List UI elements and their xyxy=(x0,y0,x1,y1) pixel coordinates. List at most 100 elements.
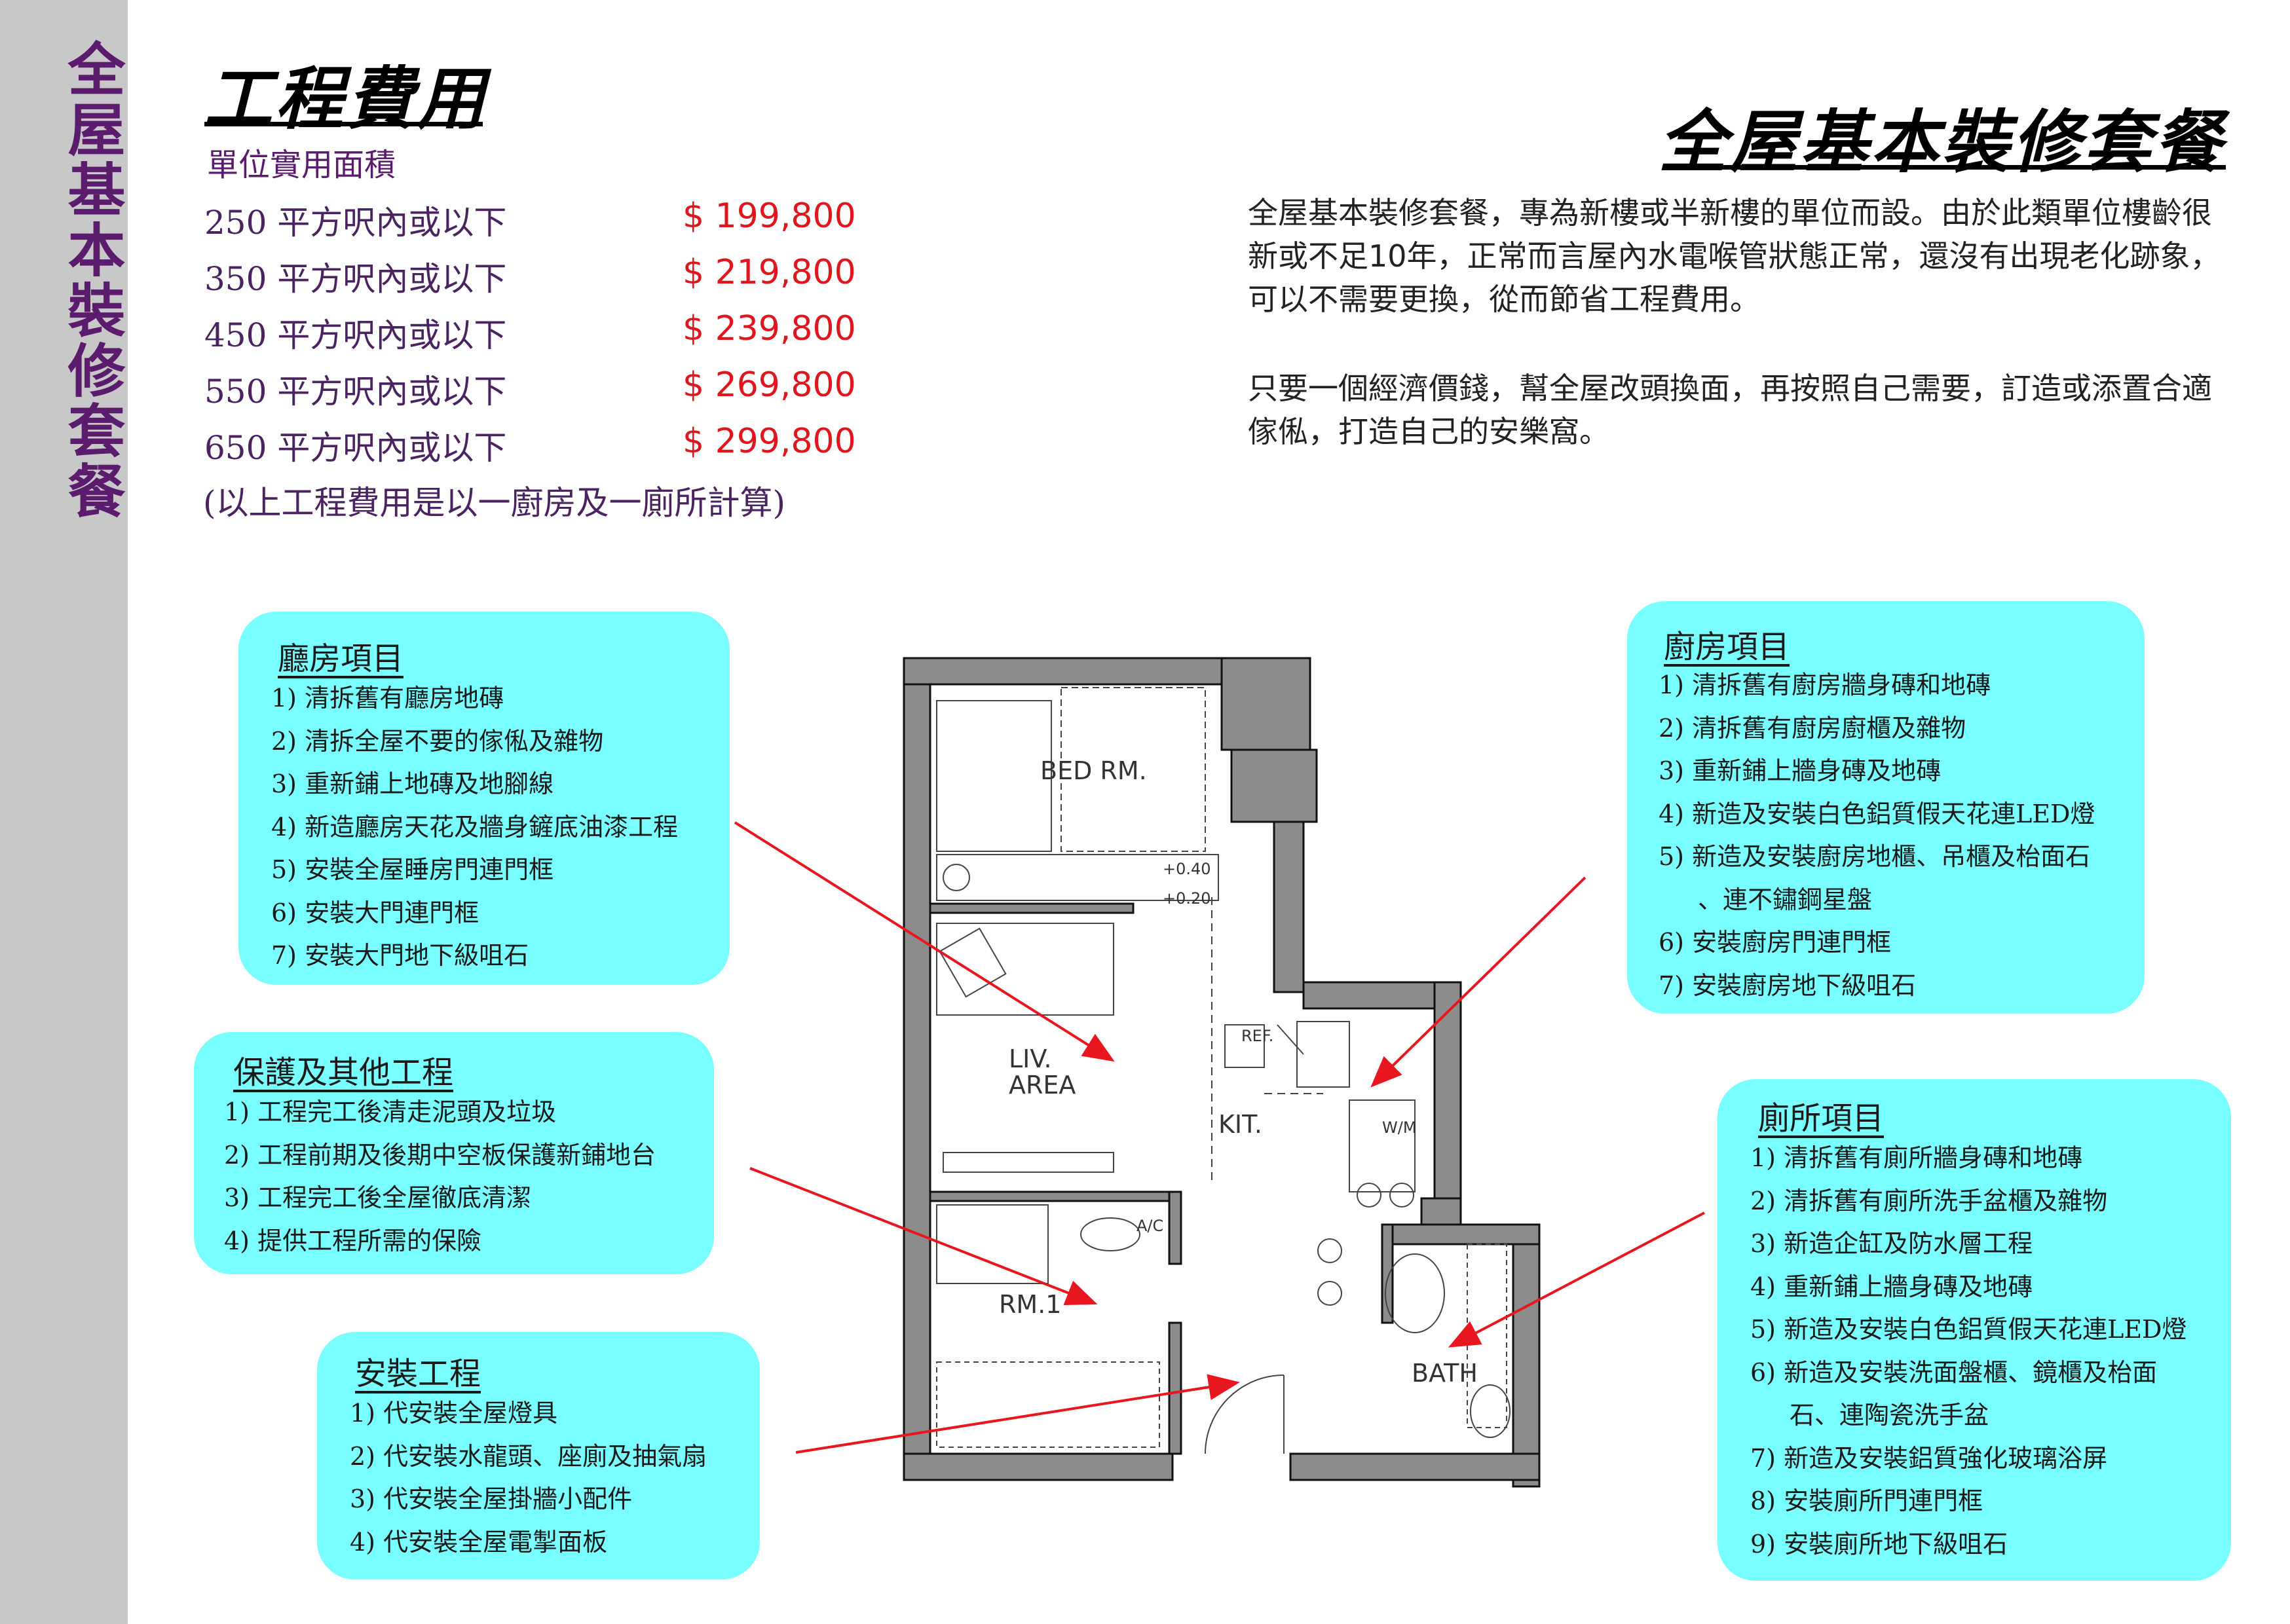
basin-small xyxy=(1317,1238,1342,1263)
wall xyxy=(903,1452,1174,1481)
shelf xyxy=(936,854,1219,901)
price-value: $ 299,800 xyxy=(683,422,856,461)
list-item: 2) 清拆舊有廚房廚櫃及雜物 xyxy=(1659,713,1966,743)
card-title: 廚房項目 xyxy=(1664,629,1790,665)
list-item: 7) 安裝廚房地下級咀石 xyxy=(1659,970,1917,1000)
price-note: (以上工程費用是以一廚房及一廁所計算) xyxy=(203,484,786,522)
bed xyxy=(1061,687,1206,852)
price-value: $ 219,800 xyxy=(683,253,856,292)
label-area: AREA xyxy=(1009,1071,1076,1099)
list-item: 1) 代安裝全屋燈具 xyxy=(350,1399,558,1428)
list-item: 4) 提供工程所需的保險 xyxy=(224,1226,482,1255)
desk xyxy=(936,1204,1049,1284)
sofa xyxy=(936,923,1114,1016)
price-row: 450 平方呎內或以下 $ 239,800 xyxy=(204,309,859,355)
chair xyxy=(939,927,1007,998)
price-value: $ 199,800 xyxy=(683,196,856,236)
list-item: 4) 新造及安裝白色鋁質假天花連LED燈 xyxy=(1659,799,2095,828)
price-size: 250 平方呎內或以下 xyxy=(204,204,507,242)
list-item: 3) 代安裝全屋掛牆小配件 xyxy=(350,1485,633,1513)
bed-rm1 xyxy=(936,1361,1160,1448)
fridge xyxy=(1224,1024,1265,1068)
list-item: 1) 工程完工後清走泥頭及垃圾 xyxy=(224,1098,557,1126)
list-item: 5) 新造及安裝廚房地櫃、吊櫃及枱面石 xyxy=(1659,842,2091,871)
list-item: 3) 工程完工後全屋徹底清潔 xyxy=(224,1183,532,1212)
label-bed: BED RM. xyxy=(1040,756,1147,785)
lamp xyxy=(943,864,970,891)
price-size: 550 平方呎內或以下 xyxy=(204,373,507,411)
tv-cabinet xyxy=(943,1152,1114,1173)
pointer-arrow xyxy=(795,1374,1240,1454)
toilet-card: 廁所項目 1) 清拆舊有廁所牆身磚和地磚 2) 清拆舊有廁所洗手盆櫃及雜物 3)… xyxy=(1718,1079,2231,1581)
label-liv: LIV. xyxy=(1009,1044,1052,1073)
card-list: 1) 清拆舊有廳房地磚 2) 清拆全屋不要的傢俬及雜物 3) 重新鋪上地磚及地腳… xyxy=(271,677,678,978)
hob xyxy=(1389,1183,1414,1208)
pointer-arrow xyxy=(1370,876,1586,1088)
list-item: 1) 清拆舊有廁所牆身磚和地磚 xyxy=(1750,1143,2083,1172)
price-value: $ 269,800 xyxy=(683,365,856,405)
list-item: 、連不鏽鋼星盤 xyxy=(1698,885,1873,914)
list-item: 2) 代安裝水龍頭、座廁及抽氣扇 xyxy=(350,1441,707,1471)
list-item: 3) 重新鋪上地磚及地腳線 xyxy=(271,769,554,798)
price-row: 250 平方呎內或以下 $ 199,800 xyxy=(204,196,859,242)
list-item: 6) 新造及安裝洗面盤櫃、鏡櫃及枱面 xyxy=(1750,1357,2158,1387)
wall xyxy=(1512,1223,1541,1488)
card-title: 廳房項目 xyxy=(278,640,404,677)
list-item: 3) 重新鋪上牆身磚及地磚 xyxy=(1659,756,1942,785)
price-size: 450 平方呎內或以下 xyxy=(204,316,507,354)
cost-title-underline xyxy=(204,122,483,126)
list-item: 2) 清拆全屋不要的傢俬及雜物 xyxy=(271,726,604,756)
label-ac: A/C xyxy=(1136,1217,1163,1235)
intro-paragraph-2: 只要一個經濟價錢，幫全屋改頭換面，再按照自己需要，訂造或添置合適傢俬，打造自己的… xyxy=(1248,371,2212,449)
list-item: 1) 清拆舊有廚房牆身磚和地磚 xyxy=(1659,671,1991,699)
wall xyxy=(1433,981,1462,1200)
label-bath: BATH xyxy=(1412,1359,1478,1388)
list-item: 4) 新造廳房天花及牆身鏟底油漆工程 xyxy=(271,812,679,841)
sidebar-title: 全屋基本裝修套餐 xyxy=(58,39,126,521)
list-item: 9) 安裝廁所地下級咀石 xyxy=(1750,1529,2008,1559)
wall xyxy=(1289,1452,1541,1481)
installation-card: 安裝工程 1) 代安裝全屋燈具 2) 代安裝水龍頭、座廁及抽氣扇 3) 代安裝全… xyxy=(317,1332,760,1579)
hob xyxy=(1357,1183,1381,1208)
card-title: 廁所項目 xyxy=(1758,1100,1885,1137)
list-item: 5) 新造及安裝白色鋁質假天花連LED燈 xyxy=(1750,1315,2187,1344)
sidebar: 全屋基本裝修套餐 xyxy=(0,0,128,1624)
wall xyxy=(1387,1223,1541,1246)
living-room-card: 廳房項目 1) 清拆舊有廳房地磚 2) 清拆全屋不要的傢俬及雜物 3) 重新鋪上… xyxy=(238,612,730,985)
list-item: 1) 清拆舊有廳房地磚 xyxy=(271,684,504,712)
pointer-arrow xyxy=(749,1167,1098,1306)
list-item: 6) 安裝大門連門框 xyxy=(271,898,479,927)
protection-card: 保護及其他工程 1) 工程完工後清走泥頭及垃圾 2) 工程前期及後期中空板保護新… xyxy=(194,1032,714,1274)
label-level-2: +0.20 xyxy=(1163,889,1211,908)
price-row: 350 平方呎內或以下 $ 219,800 xyxy=(204,253,859,299)
list-item: 5) 安裝全屋睡房門連門框 xyxy=(271,855,554,884)
wardrobe xyxy=(936,700,1052,852)
wall xyxy=(1220,657,1311,751)
wall xyxy=(1230,748,1318,823)
area-label: 單位實用面積 xyxy=(207,147,396,183)
price-row: 650 平方呎內或以下 $ 299,800 xyxy=(204,422,859,468)
label-ref: REF. xyxy=(1241,1027,1273,1045)
label-wm: W/M xyxy=(1382,1118,1417,1137)
list-item: 4) 代安裝全屋電掣面板 xyxy=(350,1527,608,1557)
price-size: 650 平方呎內或以下 xyxy=(204,429,507,467)
kitchen-card: 廚房項目 1) 清拆舊有廚房牆身磚和地磚 2) 清拆舊有廚房廚櫃及雜物 3) 重… xyxy=(1627,601,2145,1014)
card-list: 1) 清拆舊有廁所牆身磚和地磚 2) 清拆舊有廁所洗手盆櫃及雜物 3) 新造企缸… xyxy=(1750,1137,2187,1566)
intro-paragraph-1: 全屋基本裝修套餐，專為新樓或半新樓的單位而設。由於此類單位樓齡很新或不足10年，… xyxy=(1248,195,2221,317)
chair-rm1 xyxy=(1080,1217,1140,1251)
price-size: 350 平方呎內或以下 xyxy=(204,260,507,298)
card-list: 1) 代安裝全屋燈具 2) 代安裝水龍頭、座廁及抽氣扇 3) 代安裝全屋掛牆小配… xyxy=(350,1392,707,1564)
floor-plan: BED RM. LIV. AREA KIT. RM.1 BATH A/C REF… xyxy=(903,657,1541,1488)
wall xyxy=(1168,1190,1182,1265)
wash-basin xyxy=(1470,1384,1511,1438)
list-item: 石、連陶瓷洗手盆 xyxy=(1790,1401,1989,1430)
counter xyxy=(1349,1099,1416,1192)
pointer-arrow xyxy=(734,821,1115,1062)
toilet xyxy=(1385,1253,1445,1333)
wall xyxy=(929,902,1135,914)
list-item: 3) 新造企缸及防水層工程 xyxy=(1750,1229,2033,1258)
list-item: 2) 清拆舊有廁所洗手盆櫃及雜物 xyxy=(1750,1186,2108,1215)
package-title-underline xyxy=(1669,165,2226,170)
price-row: 550 平方呎內或以下 $ 269,800 xyxy=(204,365,859,411)
